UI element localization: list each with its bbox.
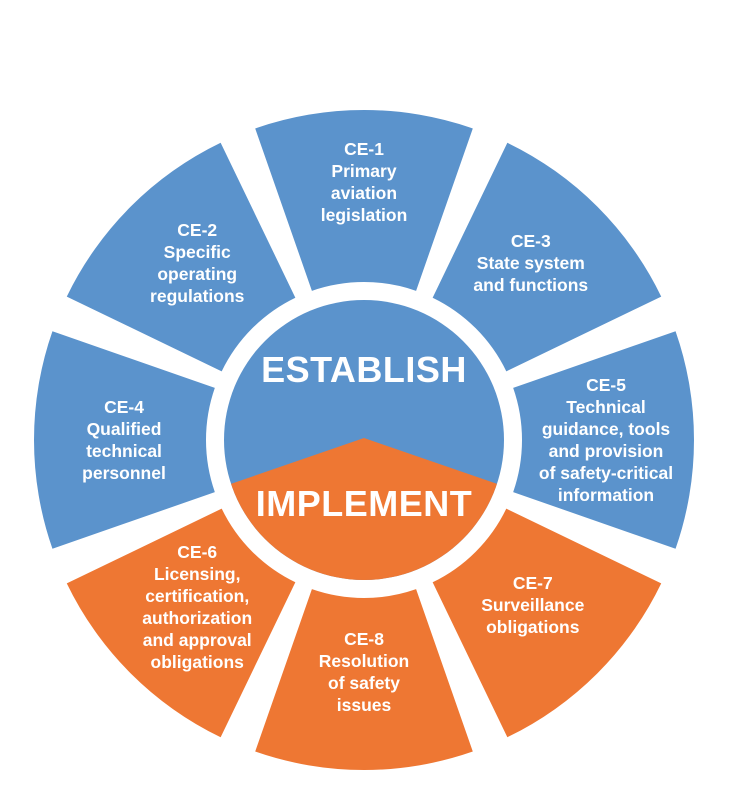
segment-label-line: CE-2	[177, 220, 217, 240]
segment-label-line: issues	[337, 695, 392, 715]
segment-label-line: Specific	[164, 242, 231, 262]
segment-label-line: CE-6	[177, 542, 217, 562]
segment-label-line: Qualified	[87, 419, 162, 439]
segment-ce-8	[255, 589, 473, 770]
segment-ce-6	[66, 508, 296, 738]
segment-label-line: and approval	[143, 630, 252, 650]
segment-label-line: and provision	[549, 441, 664, 461]
segment-label-line: legislation	[321, 205, 408, 225]
segment-label-line: technical	[86, 441, 162, 461]
segment-label-line: CE-5	[586, 375, 626, 395]
establish-label: ESTABLISH	[261, 349, 467, 390]
implement-label: IMPLEMENT	[256, 483, 473, 524]
segment-ce-3	[432, 142, 662, 372]
segment-label-line: obligations	[151, 652, 245, 672]
wheel-hub: ESTABLISH IMPLEMENT	[218, 294, 510, 586]
segment-ce-1	[255, 110, 473, 291]
segment-ce-5	[513, 331, 694, 549]
segment-label-line: of safety	[328, 673, 400, 693]
segment-label-line: aviation	[331, 183, 397, 203]
segment-label-line: personnel	[82, 463, 166, 483]
segment-label-line: CE-8	[344, 629, 384, 649]
segment-ce-4	[34, 331, 215, 549]
segment-label-line: information	[558, 485, 654, 505]
segment-label-line: Resolution	[319, 651, 409, 671]
hub-implement-area	[224, 438, 504, 580]
segment-ce-7	[432, 508, 662, 738]
segment-label-line: Primary	[331, 161, 396, 181]
segment-label-line: CE-1	[344, 139, 384, 159]
segment-label-line: CE-3	[511, 231, 551, 251]
segment-label-line: Surveillance	[481, 595, 584, 615]
segment-ce-2	[66, 142, 296, 372]
segment-label-line: regulations	[150, 286, 245, 306]
segment-label-line: CE-4	[104, 397, 144, 417]
segment-label-line: obligations	[486, 617, 580, 637]
segment-label-line: CE-7	[513, 573, 553, 593]
segment-label-line: operating	[157, 264, 237, 284]
segment-label-line: and functions	[473, 275, 588, 295]
segment-label-line: authorization	[142, 608, 252, 628]
segment-label-line: guidance, tools	[542, 419, 671, 439]
segment-label-line: certification,	[145, 586, 249, 606]
segment-label-line: of safety-critical	[539, 463, 673, 483]
segment-label-line: Technical	[566, 397, 645, 417]
segment-label-line: Licensing,	[154, 564, 241, 584]
segment-label-line: State system	[477, 253, 585, 273]
